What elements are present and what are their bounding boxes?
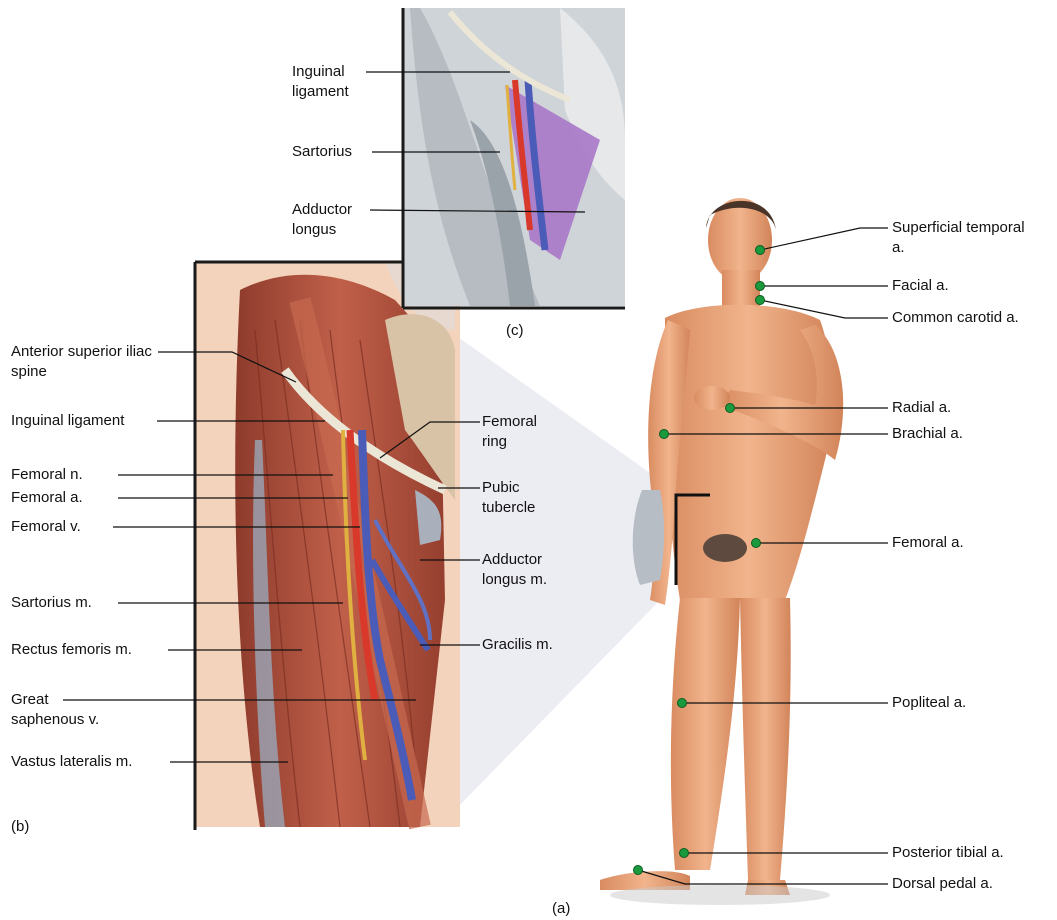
label-femoral-n: Femoral n. [11,465,83,485]
label-vastus-lateralis-m: Vastus lateralis m. [11,752,132,772]
label-radial-a: Radial a. [892,398,951,418]
label-c-sartorius: Sartorius [292,142,352,162]
label-a-femoral-a: Femoral a. [892,533,964,553]
pulse-point-radial [726,404,735,413]
label-femoral-v: Femoral v. [11,517,81,537]
panel-label-c: (c) [506,322,524,339]
label-adductor-longus-m: Adductor longus m. [482,550,572,590]
label-dorsal-pedal-a: Dorsal pedal a. [892,874,993,894]
panel-c-illustration [403,8,625,308]
label-posterior-tibial-a: Posterior tibial a. [892,843,1004,863]
label-common-carotid-a: Common carotid a. [892,308,1019,328]
label-facial-a: Facial a. [892,276,949,296]
pulse-point-brachial [660,430,669,439]
label-sartorius-m: Sartorius m. [11,593,92,613]
label-c-inguinal-ligament: Inguinal ligament [292,62,372,102]
pulse-point-posterior-tibial [680,849,689,858]
label-brachial-a: Brachial a. [892,424,963,444]
label-c-adductor-longus: Adductor longus [292,200,372,240]
label-b-femoral-a: Femoral a. [11,488,83,508]
gloved-hand [633,490,664,585]
pulse-point-superficial-temporal [756,246,765,255]
panel-label-a: (a) [552,900,570,917]
label-anterior-superior-iliac-spine: Anterior superior iliac spine [11,342,161,382]
pulse-point-facial [756,282,765,291]
label-gracilis-m: Gracilis m. [482,635,553,655]
label-superficial-temporal-a: Superficial temporal a. [892,218,1032,258]
label-femoral-ring: Femoral ring [482,412,562,452]
floor-shadow [610,885,830,905]
pulse-point-femoral [752,539,761,548]
label-b-inguinal-ligament: Inguinal ligament [11,411,124,431]
pulse-point-common-carotid [756,296,765,305]
label-popliteal-a: Popliteal a. [892,693,966,713]
label-great-saphenous-v: Great saphenous v. [11,690,121,730]
panel-label-b: (b) [11,818,29,835]
label-rectus-femoris-m: Rectus femoris m. [11,640,132,660]
pulse-point-dorsal-pedal [634,866,643,875]
panel-b-illustration [195,262,460,830]
pulse-point-popliteal [678,699,687,708]
label-pubic-tubercle: Pubic tubercle [482,478,562,518]
